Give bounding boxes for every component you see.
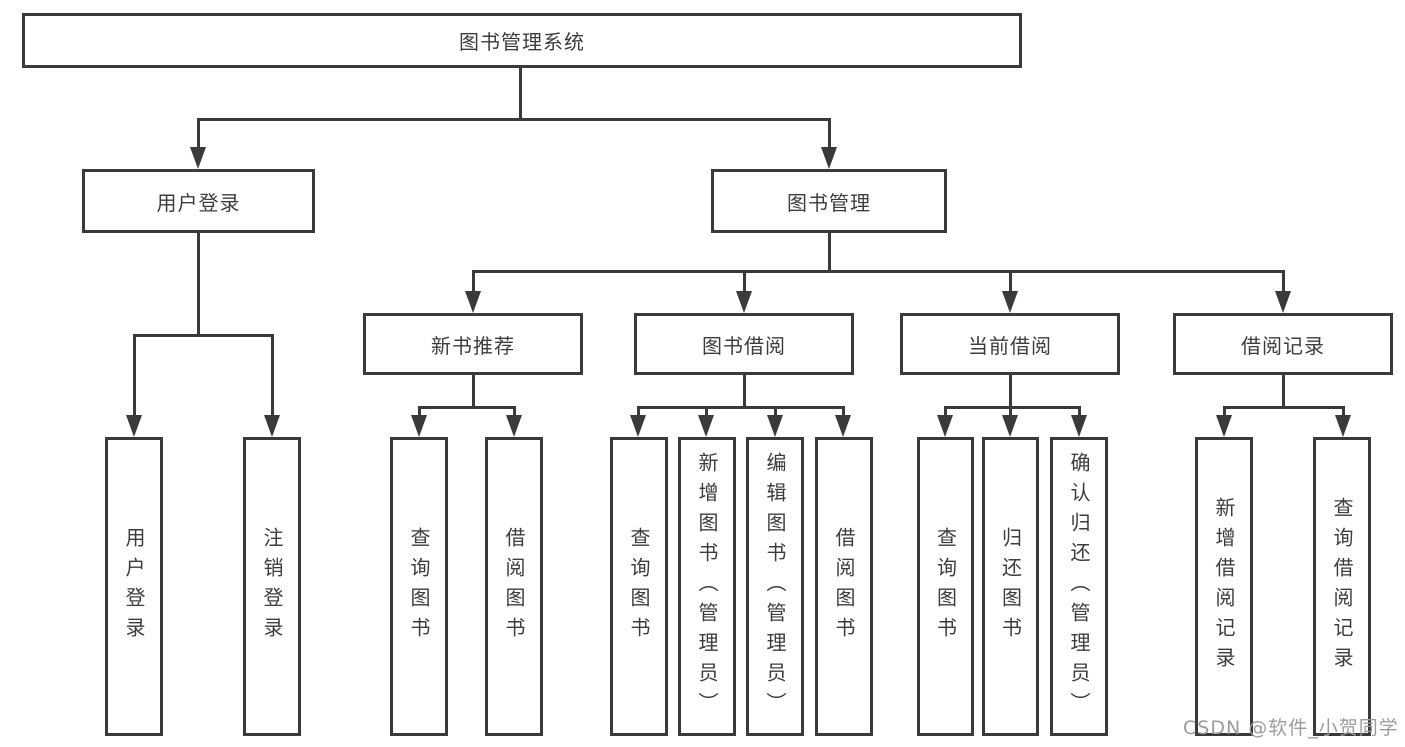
leaf-query-borrow-record-label: 查询借阅记录 xyxy=(1330,496,1354,677)
leaf-user-login: 用户登录 xyxy=(105,437,163,736)
arrowhead-down-icon xyxy=(1335,415,1351,437)
connector-vertical xyxy=(1009,375,1012,408)
leaf-add-books-admin: 新增图书（管理员） xyxy=(678,437,736,736)
node-borrowing-records: 借阅记录 xyxy=(1173,313,1393,375)
connector-horizontal xyxy=(418,406,516,409)
leaf-borrow-books: 借阅图书 xyxy=(815,437,873,736)
node-root: 图书管理系统 xyxy=(22,13,1022,68)
node-book-borrowing-label: 图书借阅 xyxy=(702,333,786,358)
arrow-shaft xyxy=(418,407,421,419)
node-borrowing-records-label: 借阅记录 xyxy=(1241,333,1325,358)
arrowhead-down-icon xyxy=(630,415,646,437)
leaf-query-books-current-label: 查询图书 xyxy=(933,526,958,647)
arrow-shaft xyxy=(133,335,136,419)
arrow-shaft xyxy=(513,407,516,419)
arrowhead-down-icon xyxy=(767,415,783,437)
leaf-query-books-borrowing-label: 查询图书 xyxy=(627,526,651,647)
arrowhead-down-icon xyxy=(411,415,427,437)
leaf-return-books: 归还图书 xyxy=(982,437,1039,736)
arrowhead-down-icon xyxy=(937,415,953,437)
arrowhead-down-icon xyxy=(465,291,481,313)
node-new-book-recommend: 新书推荐 xyxy=(363,313,583,375)
leaf-query-books-recommend-label: 查询图书 xyxy=(407,526,431,647)
connector-horizontal xyxy=(637,406,845,409)
node-root-label: 图书管理系统 xyxy=(459,30,585,54)
arrow-shaft xyxy=(944,407,947,419)
arrow-shaft xyxy=(774,407,777,419)
arrowhead-down-icon xyxy=(1275,291,1291,313)
connector-vertical xyxy=(519,68,522,120)
connector-vertical xyxy=(472,375,475,408)
leaf-edit-books-admin: 编辑图书（管理员） xyxy=(746,437,804,736)
arrow-shaft xyxy=(828,119,831,151)
leaf-query-books-current: 查询图书 xyxy=(917,437,974,736)
leaf-borrow-books-label: 借阅图书 xyxy=(832,526,856,647)
arrow-shaft xyxy=(705,407,708,419)
arrowhead-down-icon xyxy=(821,147,837,169)
node-book-borrowing: 图书借阅 xyxy=(634,313,854,375)
arrow-shaft xyxy=(1009,407,1012,419)
node-book-management-label: 图书管理 xyxy=(787,190,871,215)
arrowhead-down-icon xyxy=(698,415,714,437)
arrowhead-down-icon xyxy=(126,415,142,437)
leaf-add-borrow-record: 新增借阅记录 xyxy=(1195,437,1253,736)
leaf-borrow-books-recommend-label: 借阅图书 xyxy=(502,526,526,647)
arrow-shaft xyxy=(743,271,746,295)
arrow-shaft xyxy=(637,407,640,419)
connector-vertical xyxy=(743,375,746,408)
arrow-shaft xyxy=(197,119,200,151)
connector-horizontal xyxy=(944,406,1081,409)
arrowhead-down-icon xyxy=(264,415,280,437)
node-current-borrowing-label: 当前借阅 xyxy=(968,333,1052,358)
arrow-shaft xyxy=(842,407,845,419)
arrowhead-down-icon xyxy=(1002,291,1018,313)
arrowhead-down-icon xyxy=(835,415,851,437)
leaf-add-borrow-record-label: 新增借阅记录 xyxy=(1212,496,1236,677)
leaf-query-books-recommend: 查询图书 xyxy=(390,437,448,736)
arrow-shaft xyxy=(271,335,274,419)
leaf-user-login-label: 用户登录 xyxy=(122,526,146,647)
connector-horizontal xyxy=(472,270,1285,273)
leaf-confirm-return-admin-label: 确认归还（管理员） xyxy=(1067,451,1091,722)
node-book-management: 图书管理 xyxy=(711,169,947,233)
node-user-login: 用户登录 xyxy=(82,169,315,233)
connector-vertical xyxy=(197,233,200,336)
arrow-shaft xyxy=(472,271,475,295)
leaf-logout-label: 注销登录 xyxy=(260,526,284,647)
node-user-login-label: 用户登录 xyxy=(156,190,241,215)
arrowhead-down-icon xyxy=(190,147,206,169)
leaf-add-books-admin-label: 新增图书（管理员） xyxy=(695,451,719,722)
arrow-shaft xyxy=(1009,271,1012,295)
arrow-shaft xyxy=(1078,407,1081,419)
leaf-query-books-borrowing: 查询图书 xyxy=(610,437,668,736)
leaf-edit-books-admin-label: 编辑图书（管理员） xyxy=(763,451,787,722)
leaf-logout: 注销登录 xyxy=(243,437,301,736)
node-current-borrowing: 当前借阅 xyxy=(900,313,1120,375)
arrowhead-down-icon xyxy=(506,415,522,437)
connector-vertical xyxy=(1282,375,1285,408)
leaf-borrow-books-recommend: 借阅图书 xyxy=(485,437,543,736)
csdn-watermark: CSDN @软件_小贺同学 xyxy=(1183,717,1399,739)
connector-horizontal xyxy=(197,118,831,121)
connector-vertical xyxy=(828,233,831,272)
node-new-book-recommend-label: 新书推荐 xyxy=(431,333,515,358)
connector-horizontal xyxy=(1223,406,1345,409)
arrowhead-down-icon xyxy=(736,291,752,313)
arrow-shaft xyxy=(1223,407,1226,419)
arrow-shaft xyxy=(1342,407,1345,419)
leaf-confirm-return-admin: 确认归还（管理员） xyxy=(1050,437,1108,736)
arrowhead-down-icon xyxy=(1071,415,1087,437)
connector-horizontal xyxy=(133,334,274,337)
arrowhead-down-icon xyxy=(1002,415,1018,437)
arrowhead-down-icon xyxy=(1216,415,1232,437)
arrow-shaft xyxy=(1282,271,1285,295)
leaf-query-borrow-record: 查询借阅记录 xyxy=(1313,437,1371,736)
leaf-return-books-label: 归还图书 xyxy=(998,526,1023,647)
